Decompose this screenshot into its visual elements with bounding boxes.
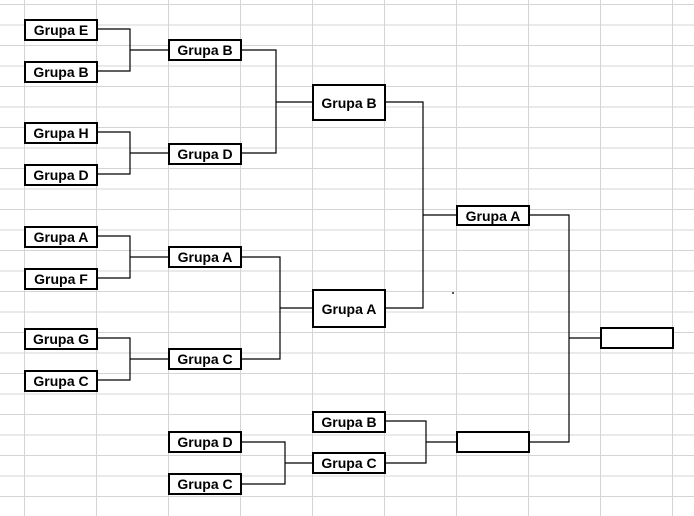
round2-team-3[interactable]: Grupa A — [168, 246, 242, 268]
round1-team-5[interactable]: Grupa A — [24, 226, 98, 248]
round2-team-2[interactable]: Grupa D — [168, 143, 242, 165]
round2-team-1[interactable]: Grupa B — [168, 39, 242, 61]
round1-team-3[interactable]: Grupa H — [24, 122, 98, 144]
lower-semifinal-cell[interactable] — [456, 431, 530, 453]
round1-team-4[interactable]: Grupa D — [24, 164, 98, 186]
round3-team-2[interactable]: Grupa A — [312, 289, 386, 328]
stray-dot — [452, 292, 454, 294]
round1-team-2[interactable]: Grupa B — [24, 61, 98, 83]
semifinal-team[interactable]: Grupa A — [456, 205, 530, 226]
round2-team-4[interactable]: Grupa C — [168, 348, 242, 370]
round1-team-8[interactable]: Grupa C — [24, 370, 98, 392]
round3-team-1[interactable]: Grupa B — [312, 84, 386, 121]
lower-round1-team-1[interactable]: Grupa D — [168, 431, 242, 453]
round1-team-1[interactable]: Grupa E — [24, 19, 98, 41]
final-cell[interactable] — [600, 327, 674, 349]
lower-round2-team-1[interactable]: Grupa B — [312, 411, 386, 433]
lower-round2-team-2[interactable]: Grupa C — [312, 452, 386, 474]
round1-team-7[interactable]: Grupa G — [24, 328, 98, 350]
lower-round1-team-2[interactable]: Grupa C — [168, 473, 242, 495]
round1-team-6[interactable]: Grupa F — [24, 268, 98, 290]
